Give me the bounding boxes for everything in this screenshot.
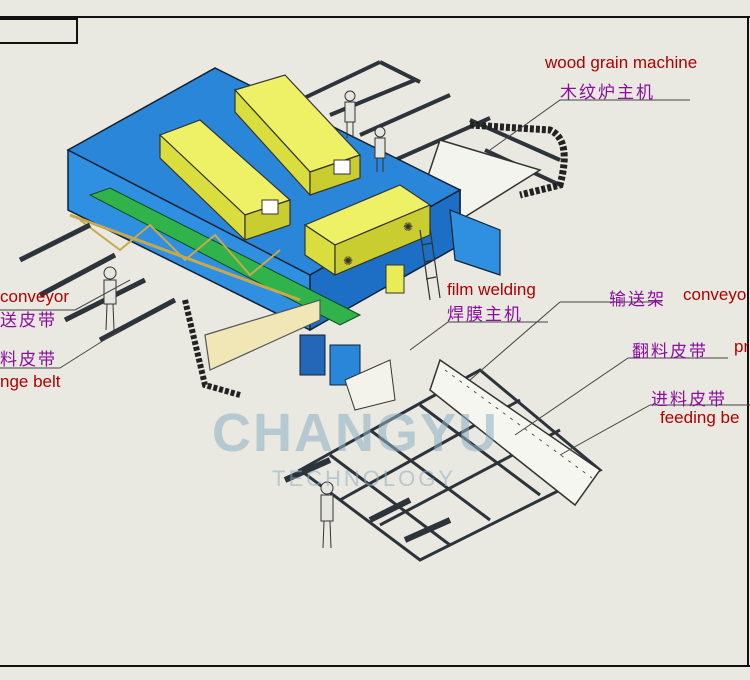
front-truss: [79, 219, 281, 277]
hoods: ✺ ✺: [158, 74, 432, 277]
machine-right-block: [449, 209, 501, 276]
ladder: [419, 227, 441, 301]
fan-icon-rear: [333, 159, 351, 175]
left-rails: [18, 222, 177, 343]
corner-tag-box: [0, 18, 78, 44]
truss-beam: [69, 213, 301, 302]
rear-rails: [299, 60, 561, 187]
leader-lines: [0, 99, 750, 456]
label-conveyor-left-cn: 送皮带: [0, 311, 57, 331]
hood-front-side: [334, 204, 431, 276]
infeed-roller-table: [429, 358, 602, 507]
infeed-arms: [283, 457, 452, 543]
left-base-frame: [204, 299, 321, 371]
label-wood-grain-machine-en: wood grain machine: [545, 53, 698, 72]
rear-chain-loop: [469, 121, 568, 199]
label-film-welding-cn: 焊膜主机: [447, 305, 523, 325]
label-turn-belt-en: pr: [734, 337, 750, 356]
label-turn-belt-cn: 翻料皮带: [632, 342, 708, 362]
label-feeding-belt-en: feeding be: [660, 408, 740, 427]
fan-glyph-front: ✺: [343, 254, 353, 268]
green-belt: [88, 187, 362, 326]
label-wood-grain-machine-cn: 木纹炉主机: [560, 83, 655, 103]
label-left-belt-cn: 料皮带: [0, 350, 57, 370]
worker-figure-2: [374, 126, 386, 172]
left-chain-loop: [182, 299, 241, 398]
watermark-sub: TECHNOLOGY: [272, 466, 457, 491]
worker-figure-1: [344, 90, 356, 138]
worker-figure-3: [103, 266, 117, 331]
fan-glyph-front-2: ✺: [403, 220, 413, 234]
label-conveyor-right-cn: 输送架: [609, 290, 666, 310]
welding-table: [344, 359, 396, 411]
label-feeding-belt-cn: 进料皮带: [651, 390, 727, 410]
control-panel: [385, 264, 405, 294]
label-film-welding-en: film welding: [447, 280, 536, 299]
fan-icon-mid: [261, 199, 279, 215]
label-conveyor-right-en: conveyo: [683, 285, 747, 304]
welding-cabinet: [299, 334, 326, 376]
watermark-name: CHANGYU: [212, 403, 500, 463]
label-conveyor-left-en: conveyor: [0, 287, 69, 306]
label-left-belt-en: nge belt: [0, 372, 61, 391]
worker-figure-4: [320, 481, 334, 549]
infeed-rollers: [444, 369, 593, 479]
